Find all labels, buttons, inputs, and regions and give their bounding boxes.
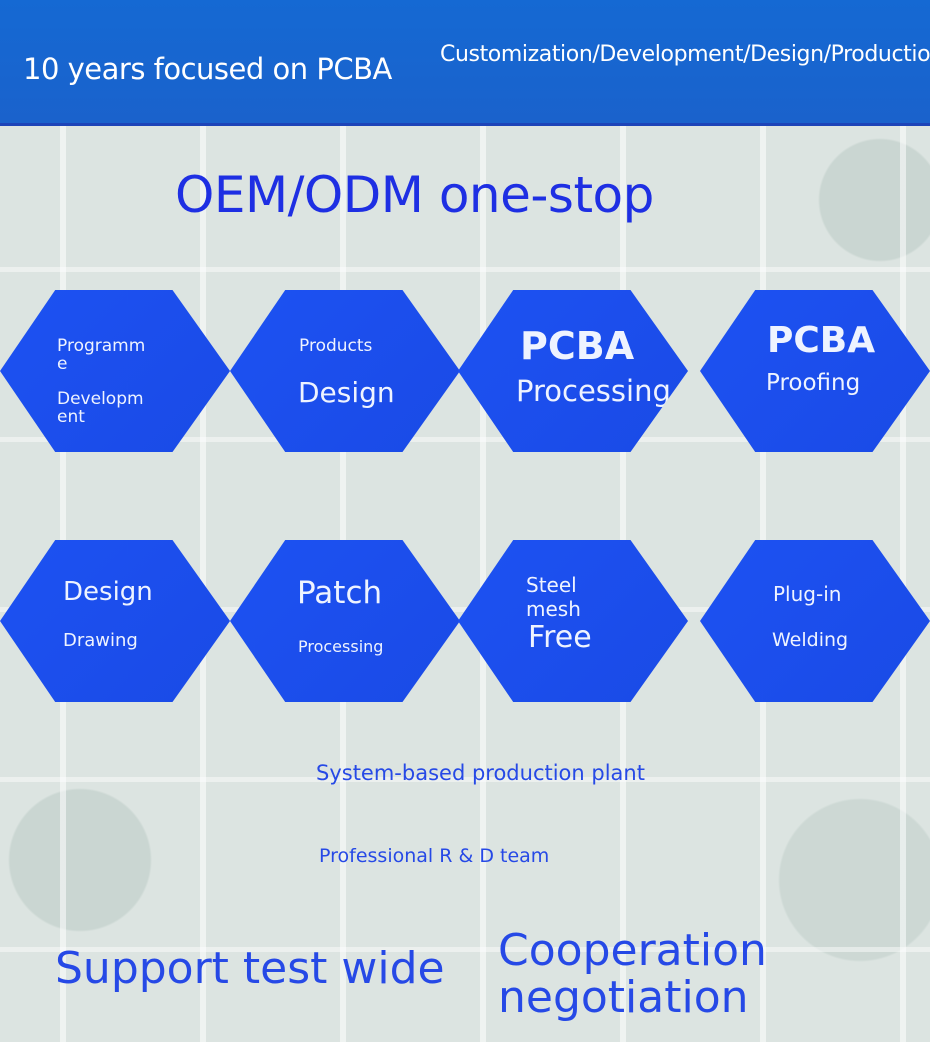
hex-label: Processing — [516, 374, 671, 408]
header-banner: 10 years focused on PCBA Customization/D… — [0, 0, 930, 126]
feature-cooperation: Cooperation negotiation — [498, 927, 767, 1021]
header-services: Customization/Development/Design/Product… — [440, 42, 930, 67]
hex-label: Products — [299, 336, 373, 356]
page-title: OEM/ODM one-stop — [175, 166, 654, 224]
hex-label: PCBA — [520, 324, 635, 368]
hex-label: Welding — [772, 629, 849, 651]
hex-label: Steel — [526, 573, 577, 597]
header-tagline: 10 years focused on PCBA — [23, 52, 392, 86]
hex-label: PCBA — [767, 320, 876, 361]
hex-label: Free — [528, 620, 592, 655]
hex-patch-processing: Patch Processing — [230, 540, 460, 702]
cooperation-line2: negotiation — [498, 972, 749, 1023]
hex-label: Patch — [297, 575, 383, 611]
hex-label: Processing — [298, 637, 384, 656]
feature-support-test: Support test wide — [55, 943, 445, 994]
hex-products-design: Products Design — [230, 290, 460, 452]
hex-label: Design — [298, 376, 395, 409]
hex-label: Plug-in — [773, 582, 842, 606]
hex-label: Development — [57, 389, 144, 427]
hex-label: Programme — [57, 336, 146, 374]
feature-rd-team: Professional R & D team — [319, 845, 550, 867]
cooperation-line1: Cooperation — [498, 925, 767, 976]
feature-production-plant: System-based production plant — [316, 761, 645, 785]
hex-label: mesh — [526, 597, 581, 621]
hex-label: Proofing — [766, 370, 861, 396]
hex-label: Design — [63, 577, 153, 607]
hex-label: Drawing — [63, 630, 138, 651]
